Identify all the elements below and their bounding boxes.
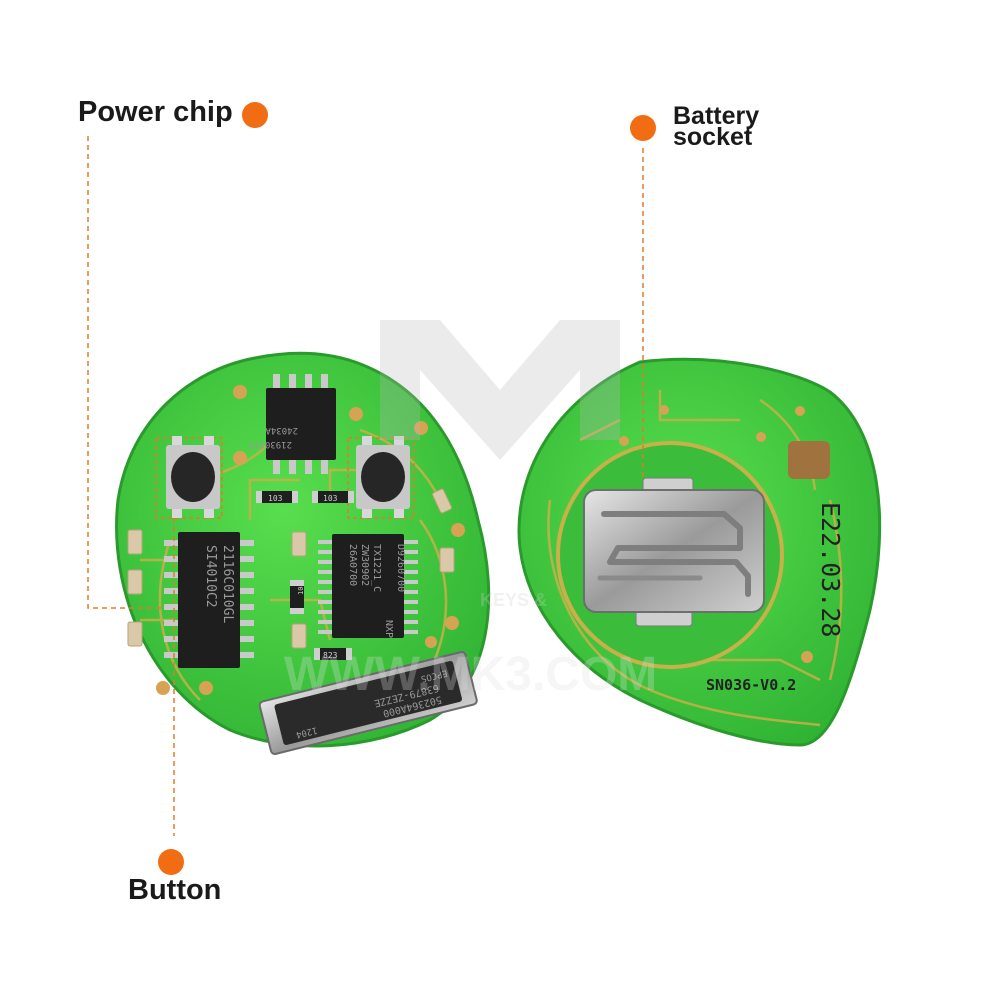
battery-spring-contact [583,477,765,627]
callout-battery-socket: Battery socket [673,102,803,152]
nxp-ic: 26A0700 ZW30902 TX1221_C NXP D9260700 [318,534,418,638]
power-chip-marking-2: 21930215 [249,439,292,449]
resistor-103-a-label: 103 [268,494,283,503]
resistor-823: 823 [314,648,352,660]
callout-battery-line2: socket [673,123,753,152]
main-ic-marking-1: SI4010C2 [203,545,218,608]
nxp-ic-marking-1: 26A0700 [347,544,358,586]
nxp-ic-marking-4: NXP [383,620,394,638]
saw-filter: EPCOS 63879-ZEZZE 502364A000 1204 [258,650,478,755]
date-code: E22.03.28 [816,502,845,637]
resistor-103-b-label: 103 [323,494,338,503]
nxp-ic-marking-2: ZW30902 [359,544,370,586]
resistor-103-b: 103 [312,491,354,503]
resistor-104-label: 104 [297,582,305,595]
button-marker-dot [158,849,184,875]
power-chip-marker-dot [242,102,268,128]
left-pcb-board: 24034A 21930215 [115,351,491,755]
square-pad [788,441,830,479]
resistor-104: 104 [290,580,305,614]
watermark-keys-text: KEYS & [480,590,547,610]
nxp-ic-marking-5: D9260700 [395,544,406,592]
watermark-site-text: WWW.MK3.COM [284,648,657,701]
callout-leaders [87,102,656,875]
battery-socket-marker-dot [630,115,656,141]
left-capacitors [127,488,455,649]
main-ic-marking-2: 2116C010GL [220,545,235,623]
resistor-823-label: 823 [323,651,338,660]
model-code: SN036-V0.2 [706,676,796,694]
callout-battery-line1: Battery [673,102,760,130]
tactile-button-left [155,436,223,519]
tactile-button-right [347,436,415,519]
watermark: KEYS & WWW.MK3.COM [284,320,657,701]
callout-power-chip: Power chip [78,96,233,128]
right-pcb-board: E22.03.28 SN036-V0.2 [517,357,882,747]
power-chip-marking-1: 24034A [265,425,298,435]
power-chip: 24034A 21930215 [249,374,336,474]
left-vias [156,385,465,695]
callout-button: Button [128,874,222,906]
nxp-ic-marking-3: TX1221_C [371,544,382,592]
main-ic-si4010: SI4010C2 2116C010GL [164,532,254,668]
resistor-103-a: 103 [256,491,298,503]
right-vias [619,405,813,663]
